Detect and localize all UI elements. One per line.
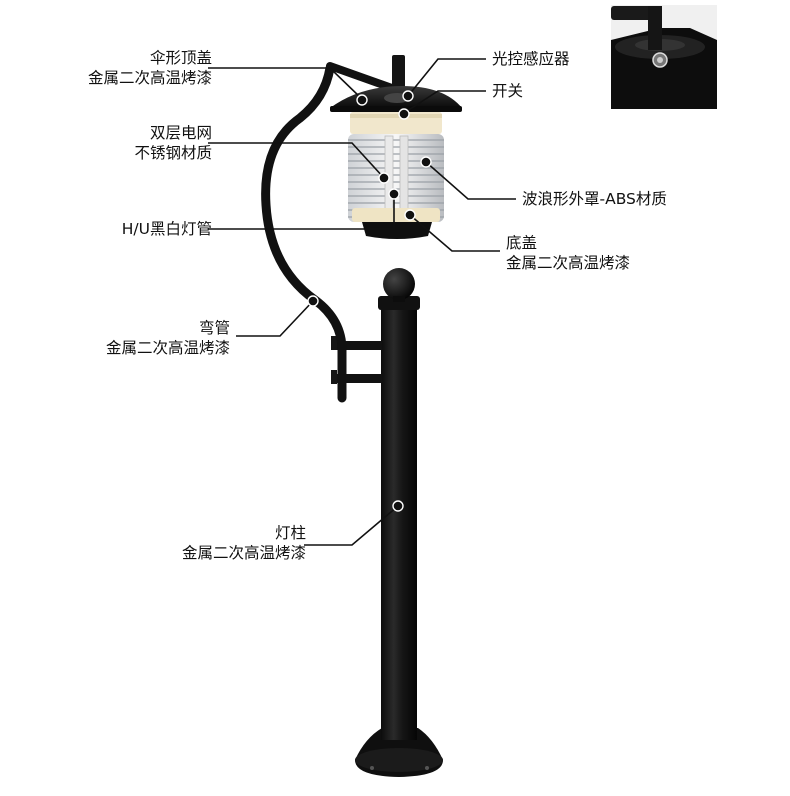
callout-double-grid-material: 不锈钢材质	[134, 144, 212, 162]
arm-bracket	[331, 336, 382, 384]
callout-wave-shield-title: 波浪形外罩-ABS材质	[522, 190, 667, 208]
callout-dots	[307, 90, 432, 512]
lamp-head	[330, 86, 462, 239]
callout-bent-pipe-material: 金属二次高温烤漆	[105, 339, 230, 357]
callout-lamp-post: 灯柱 金属二次高温烤漆	[182, 523, 306, 563]
callout-double-grid: 双层电网 不锈钢材质	[134, 123, 212, 163]
sensor-inset-photo	[611, 5, 717, 109]
lamp-post	[378, 268, 420, 740]
callout-umbrella-top: 伞形顶盖 金属二次高温烤漆	[88, 48, 212, 88]
callout-hu-tube-title: H/U黑白灯管	[121, 220, 212, 238]
callout-bent-pipe-title: 弯管	[198, 319, 230, 337]
callout-umbrella-top-title: 伞形顶盖	[149, 49, 212, 67]
callout-umbrella-top-material: 金属二次高温烤漆	[87, 69, 212, 87]
callout-lamp-post-material: 金属二次高温烤漆	[181, 544, 306, 562]
callout-bent-pipe: 弯管 金属二次高温烤漆	[106, 318, 230, 358]
callout-wave-shield: 波浪形外罩-ABS材质	[522, 189, 667, 209]
callout-light-sensor-title: 光控感应器	[492, 50, 570, 68]
callout-hu-tube: H/U黑白灯管	[122, 219, 212, 239]
callout-leader-lines	[208, 58, 516, 546]
callout-light-sensor: 光控感应器	[492, 49, 570, 69]
callout-bottom-cover-title: 底盖	[506, 234, 538, 252]
callout-lamp-post-title: 灯柱	[274, 524, 306, 542]
callout-switch-title: 开关	[492, 82, 524, 100]
callout-bottom-cover: 底盖 金属二次高温烤漆	[506, 233, 630, 273]
callout-switch: 开关	[492, 81, 523, 101]
callout-bottom-cover-material: 金属二次高温烤漆	[506, 254, 631, 272]
lamp-base-plate	[355, 728, 443, 777]
curved-arm	[261, 55, 405, 403]
callout-double-grid-title: 双层电网	[149, 124, 212, 142]
